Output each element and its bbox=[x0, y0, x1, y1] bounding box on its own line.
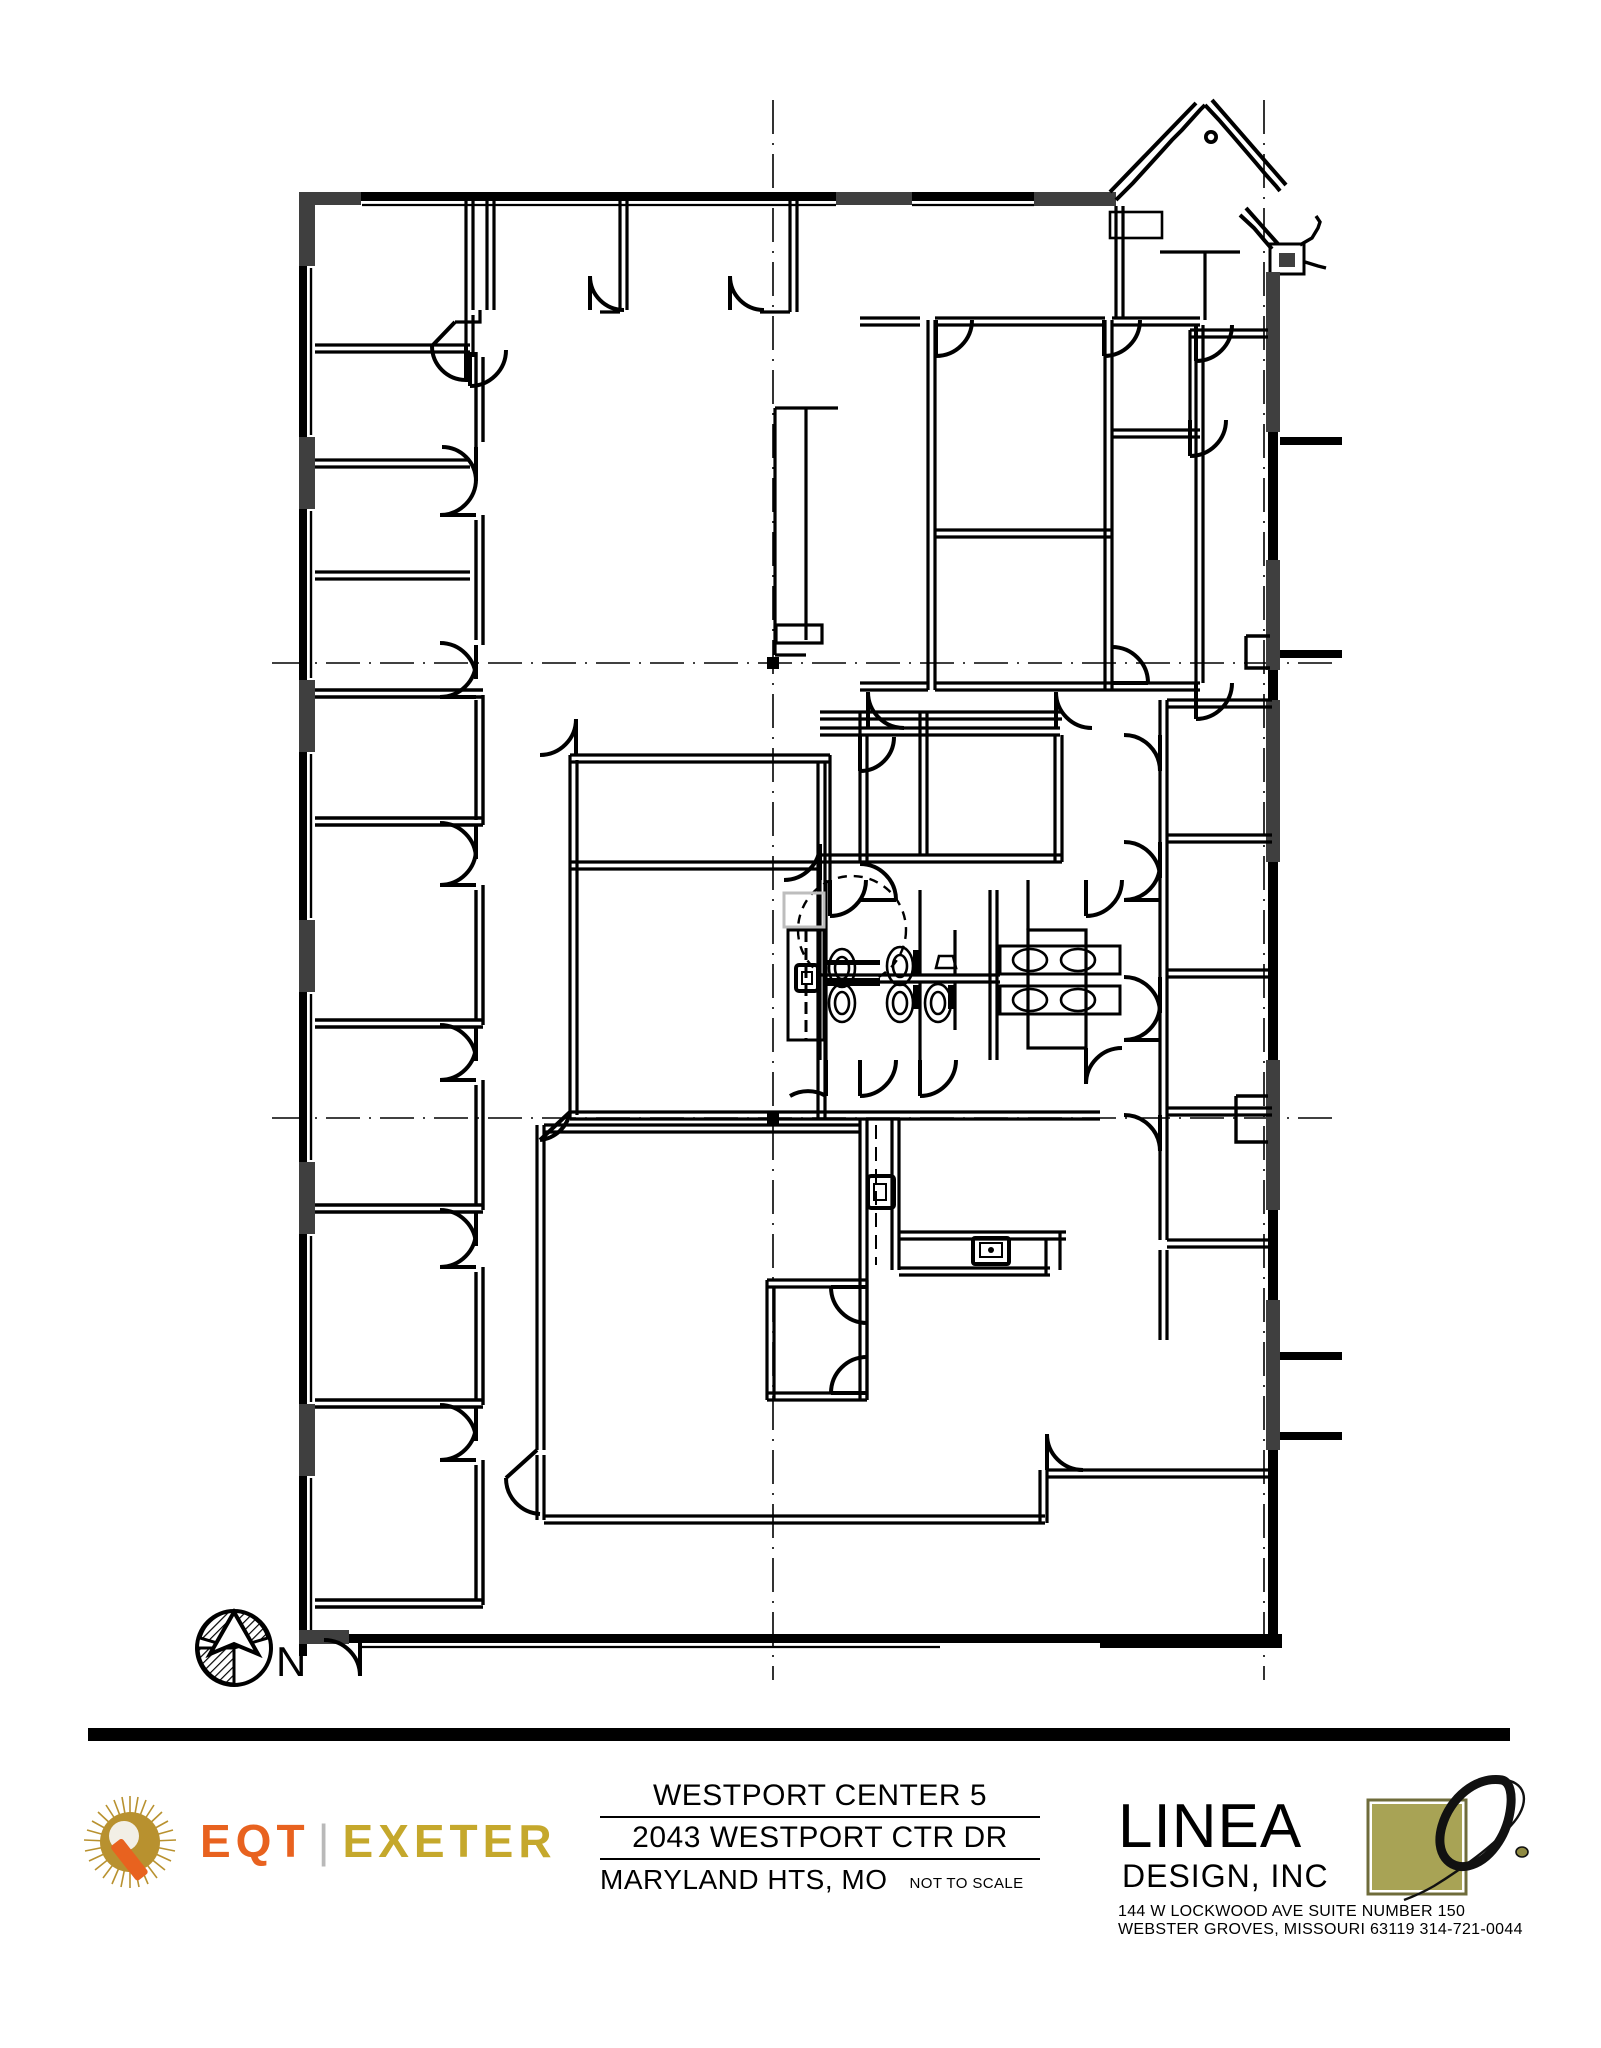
mid-right-rooms bbox=[1112, 428, 1200, 439]
interior-partitions bbox=[315, 200, 799, 581]
eqt-text: EQT bbox=[200, 1815, 310, 1867]
designer-logo[interactable]: LINEA DESIGN, INC 144 W LOCKWOOD AVE SUI… bbox=[1118, 1774, 1538, 1974]
elevator-door-symbol bbox=[794, 963, 820, 993]
central-chase bbox=[773, 406, 838, 657]
designer-address-line-2: WEBSTER GROVES, MISSOURI 63119 314-721-0… bbox=[1118, 1921, 1523, 1938]
electrical-panel-symbol bbox=[971, 1236, 1011, 1266]
eqt-exeter-wordmark: EQT|EXETER bbox=[200, 1810, 557, 1872]
project-name: WESTPORT CENTER 5 bbox=[600, 1778, 1040, 1818]
restroom-core bbox=[782, 874, 1122, 1060]
floor-plan-drawing[interactable]: N bbox=[0, 0, 1601, 1700]
scale-note: NOT TO SCALE bbox=[909, 1875, 1024, 1892]
exterior-walls bbox=[299, 98, 1342, 1656]
designer-address-line-1: 144 W LOCKWOOD AVE SUITE NUMBER 150 bbox=[1118, 1903, 1466, 1920]
svg-text:N: N bbox=[276, 1638, 306, 1685]
floor-plan[interactable]: N bbox=[0, 0, 1601, 1700]
urinal-fixture bbox=[934, 954, 958, 970]
project-city-state: MARYLAND HTS, MO bbox=[600, 1864, 888, 1895]
eqt-divider: | bbox=[317, 1815, 335, 1867]
title-block: EQT|EXETER WESTPORT CENTER 5 2043 WESTPO… bbox=[0, 1756, 1601, 1986]
north-arrow-icon: N bbox=[195, 1607, 306, 1687]
door-swings bbox=[323, 275, 1234, 1677]
eqt-sunburst-mark bbox=[83, 1796, 177, 1888]
core-walls bbox=[568, 726, 1100, 1121]
exterior-stub-marks bbox=[1280, 437, 1342, 1440]
owner-logo[interactable]: EQT|EXETER bbox=[78, 1794, 588, 1890]
appliance-outline bbox=[782, 891, 826, 929]
upper-right-suite bbox=[860, 316, 1205, 692]
linea-swoosh-mark bbox=[1366, 1775, 1529, 1902]
exeter-text: EXETER bbox=[342, 1815, 557, 1867]
linea-suffix: DESIGN, INC bbox=[1122, 1858, 1329, 1894]
project-title-group: WESTPORT CENTER 5 2043 WESTPORT CTR DR M… bbox=[600, 1778, 1040, 1897]
project-address: 2043 WESTPORT CTR DR bbox=[600, 1820, 1040, 1860]
title-block-separator bbox=[88, 1728, 1510, 1741]
linea-name: LINEA bbox=[1118, 1792, 1303, 1861]
lower-tenant-walls bbox=[535, 1123, 1270, 1525]
mid-upper-rooms bbox=[820, 710, 1062, 855]
lavatory-counter bbox=[998, 944, 1122, 1016]
drinking-fountain-symbol bbox=[866, 1174, 896, 1210]
left-office-partitions bbox=[315, 352, 485, 1609]
